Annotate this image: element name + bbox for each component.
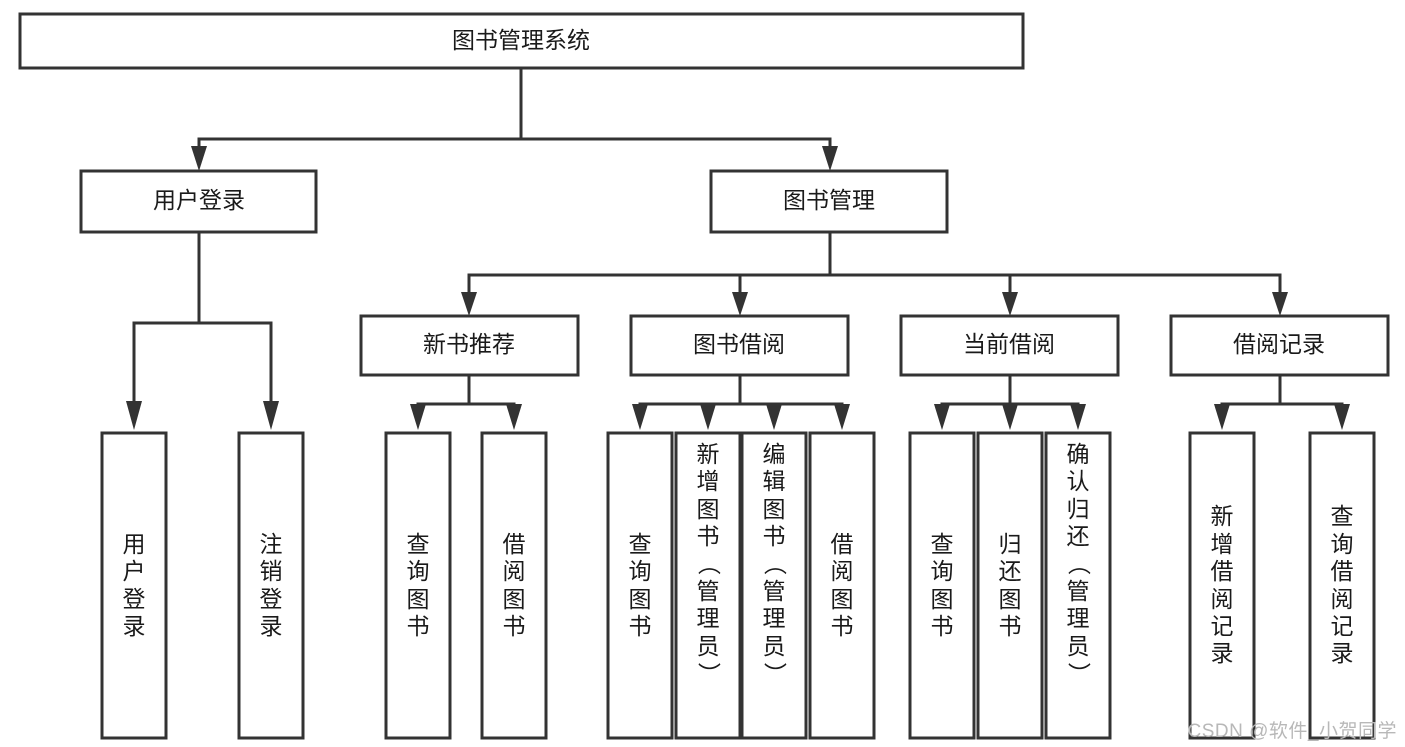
arrow-head-leaf-10 [1070, 404, 1086, 430]
node-borrow-record-label: 借阅记录 [1233, 331, 1325, 357]
leaf-box-borrow-book-2[interactable] [808, 431, 876, 740]
arrow-head-leaf-12 [1334, 404, 1350, 430]
node-user-login-label: 用户登录 [153, 187, 245, 213]
arrow-head-leaf-4 [632, 404, 648, 430]
connector-group-current-borrow [934, 373, 1086, 430]
node-root-label: 图书管理系统 [452, 27, 590, 53]
arrow-head-leaf-11 [1214, 404, 1230, 430]
arrow-head-l2-0 [461, 292, 477, 316]
connector-group-new-book [410, 373, 522, 430]
leaf-box-query-borrow-record[interactable] [1308, 431, 1376, 740]
arrow-head-leaf-3 [506, 404, 522, 430]
node-borrow-record[interactable]: 借阅记录 [1169, 314, 1390, 377]
node-user-login-box[interactable] [79, 169, 318, 234]
node-current-borrow-label: 当前借阅 [963, 331, 1055, 357]
leaf-box-add-borrow-record[interactable] [1188, 431, 1256, 740]
node-book-borrow-box[interactable] [629, 314, 850, 377]
arrow-head-l1-0 [191, 146, 207, 171]
leaf-box-query-book-1[interactable] [384, 431, 452, 740]
node-current-borrow-box[interactable] [899, 314, 1120, 377]
leaf-box-edit-book-admin[interactable] [740, 431, 808, 740]
connector-group-borrow-record [1214, 373, 1350, 430]
connector-group-user-login [126, 230, 279, 430]
arrow-head-leaf-6 [766, 404, 782, 430]
arrow-head-l2-1 [732, 292, 748, 316]
leaf-box-confirm-return-admin[interactable] [1044, 431, 1112, 740]
leaf-box-query-book-2[interactable] [606, 431, 674, 740]
leaf-box-query-book-3[interactable] [908, 431, 976, 740]
node-book-borrow-label: 图书借阅 [693, 331, 785, 357]
arrow-head-l2-2 [1002, 292, 1018, 316]
leaf-box-return-book[interactable] [976, 431, 1044, 740]
node-book-manage-box[interactable] [709, 169, 949, 234]
arrow-head-leaf-8 [934, 404, 950, 430]
node-book-manage[interactable]: 图书管理 [709, 169, 949, 234]
arrow-head-leaf-5 [700, 404, 716, 430]
node-borrow-record-box[interactable] [1169, 314, 1390, 377]
arrow-head-leaf-0 [126, 401, 142, 430]
node-new-book-recommend-box[interactable] [359, 314, 580, 377]
node-book-borrow[interactable]: 图书借阅 [629, 314, 850, 377]
arrow-head-leaf-2 [410, 404, 426, 430]
arrow-head-l1-1 [822, 146, 838, 171]
node-user-login[interactable]: 用户登录 [79, 169, 318, 234]
leaf-box-logout[interactable] [237, 431, 305, 740]
connector-group-book-manage [461, 230, 1288, 316]
connector-group-root [191, 66, 838, 171]
arrow-head-leaf-7 [834, 404, 850, 430]
node-root[interactable]: 图书管理系统 [18, 12, 1025, 70]
node-current-borrow[interactable]: 当前借阅 [899, 314, 1120, 377]
node-root-box[interactable] [18, 12, 1025, 70]
node-book-manage-label: 图书管理 [783, 187, 875, 213]
leaf-box-user-login[interactable] [100, 431, 168, 740]
csdn-watermark: CSDN @软件_小贺同学 [1187, 721, 1397, 742]
arrow-head-l2-3 [1272, 292, 1288, 316]
leaf-box-borrow-book-1[interactable] [480, 431, 548, 740]
arrow-head-leaf-1 [263, 401, 279, 430]
leaf-box-add-book-admin[interactable] [674, 431, 742, 740]
node-new-book-recommend-label: 新书推荐 [423, 331, 515, 357]
node-new-book-recommend[interactable]: 新书推荐 [359, 314, 580, 377]
arrow-head-leaf-9 [1002, 404, 1018, 430]
connector-group-book-borrow [632, 373, 850, 430]
